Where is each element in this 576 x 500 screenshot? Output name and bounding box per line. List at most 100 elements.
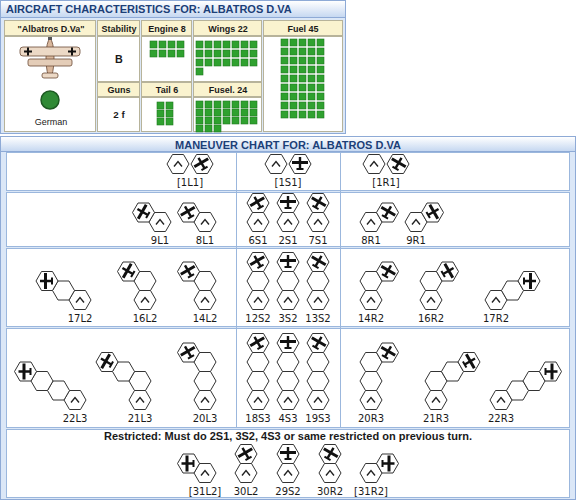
column-heading: Fusel. 24 bbox=[194, 83, 262, 97]
panel-ground bbox=[0, 0, 346, 134]
hex bbox=[247, 334, 269, 353]
plane-icon bbox=[178, 202, 198, 221]
hex bbox=[118, 262, 140, 281]
plane-shape bbox=[178, 261, 198, 280]
damage-box bbox=[299, 93, 306, 100]
damage-box bbox=[308, 39, 315, 46]
nationality: German bbox=[6, 115, 96, 129]
plane-icon bbox=[378, 202, 398, 221]
hex bbox=[307, 291, 329, 310]
hex bbox=[540, 362, 562, 381]
start-chevron bbox=[284, 220, 292, 225]
maneuver-code: 20R3 bbox=[357, 413, 385, 424]
plane-shape bbox=[248, 193, 268, 212]
hex bbox=[307, 334, 329, 353]
plane-icon bbox=[40, 273, 53, 289]
maneuver-code: 29S2 bbox=[274, 486, 301, 497]
maneuver-code: [31L2] bbox=[188, 486, 222, 497]
damage-box bbox=[317, 48, 324, 55]
damage-box bbox=[232, 59, 239, 66]
damage-box bbox=[196, 125, 203, 132]
damage-box bbox=[299, 75, 306, 82]
hex bbox=[377, 454, 399, 473]
plane-shape bbox=[438, 261, 457, 281]
maneuver-code: 3S2 bbox=[277, 313, 298, 324]
hex bbox=[360, 372, 382, 391]
hex bbox=[129, 391, 151, 410]
maneuver-code: 22L3 bbox=[62, 413, 89, 424]
maneuver-code: 7S1 bbox=[307, 235, 328, 246]
hex bbox=[277, 464, 299, 483]
hex bbox=[377, 262, 399, 281]
plane-shape bbox=[248, 333, 268, 352]
hex bbox=[277, 445, 299, 464]
start-chevron bbox=[201, 471, 209, 476]
plane-icon bbox=[280, 447, 296, 460]
hex bbox=[191, 155, 213, 174]
maneuver-code: 19S3 bbox=[304, 413, 331, 424]
start-chevron bbox=[314, 398, 322, 403]
plane-icon bbox=[118, 261, 137, 281]
start-chevron bbox=[201, 298, 209, 303]
hex bbox=[194, 372, 216, 391]
plane-shape bbox=[308, 333, 328, 352]
damage-box bbox=[166, 118, 173, 125]
plane-shape bbox=[40, 273, 53, 289]
plane-shape bbox=[388, 154, 408, 173]
hex bbox=[307, 353, 329, 372]
plane-shape bbox=[378, 202, 398, 221]
plane-shape bbox=[248, 252, 268, 271]
maneuver-code: 22R3 bbox=[487, 413, 515, 424]
damage-box bbox=[317, 102, 324, 109]
damage-box bbox=[157, 102, 164, 109]
plane-icon bbox=[248, 252, 268, 271]
damage-box bbox=[214, 109, 221, 116]
plane-shape bbox=[182, 456, 195, 472]
panel-heading-bar: AIRCRAFT CHARACTERISTICS FOR: ALBATROS D… bbox=[1, 1, 345, 18]
start-chevron bbox=[314, 298, 322, 303]
plane-icon bbox=[382, 456, 395, 472]
damage-box bbox=[223, 41, 230, 48]
maneuver-code: 14L2 bbox=[192, 313, 219, 324]
damage-box bbox=[214, 101, 221, 108]
damage-box bbox=[241, 117, 248, 124]
aircraft-illustration bbox=[20, 37, 80, 109]
start-chevron bbox=[367, 471, 375, 476]
start-chevron bbox=[367, 398, 375, 403]
damage-box bbox=[308, 84, 315, 91]
hex bbox=[247, 353, 269, 372]
hex bbox=[307, 253, 329, 272]
column-heading: Tail 6 bbox=[142, 83, 192, 97]
hex bbox=[437, 262, 459, 281]
damage-box bbox=[196, 109, 203, 116]
start-chevron bbox=[492, 298, 500, 303]
maneuver-code: 17R2 bbox=[482, 313, 510, 324]
damage-box bbox=[308, 93, 315, 100]
damage-box bbox=[299, 102, 306, 109]
maneuver-code: 2S1 bbox=[277, 235, 298, 246]
start-chevron bbox=[254, 398, 262, 403]
damage-box bbox=[232, 117, 239, 124]
plane-icon bbox=[320, 444, 340, 463]
start-chevron bbox=[141, 298, 149, 303]
plane-shape bbox=[460, 352, 479, 372]
plane-icon bbox=[97, 352, 116, 372]
hex bbox=[277, 194, 299, 213]
damage-box bbox=[157, 118, 164, 125]
damage-box bbox=[250, 117, 257, 124]
start-chevron bbox=[254, 298, 262, 303]
aircraft-name: "Albatros D.Va" bbox=[6, 21, 96, 36]
plane-icon bbox=[182, 456, 195, 472]
plane-icon bbox=[438, 261, 457, 281]
column-heading: Fuel 45 bbox=[264, 21, 342, 36]
hex bbox=[247, 291, 269, 310]
damage-box bbox=[308, 66, 315, 73]
maneuver-code: [1R1] bbox=[371, 177, 400, 188]
maneuver-code: [1L1] bbox=[176, 177, 204, 188]
maneuver-code: 8L1 bbox=[195, 235, 215, 246]
plane-shape bbox=[280, 196, 296, 209]
plane-shape bbox=[236, 444, 256, 463]
damage-box bbox=[317, 66, 324, 73]
damage-box bbox=[241, 50, 248, 57]
damage-box bbox=[250, 59, 257, 66]
